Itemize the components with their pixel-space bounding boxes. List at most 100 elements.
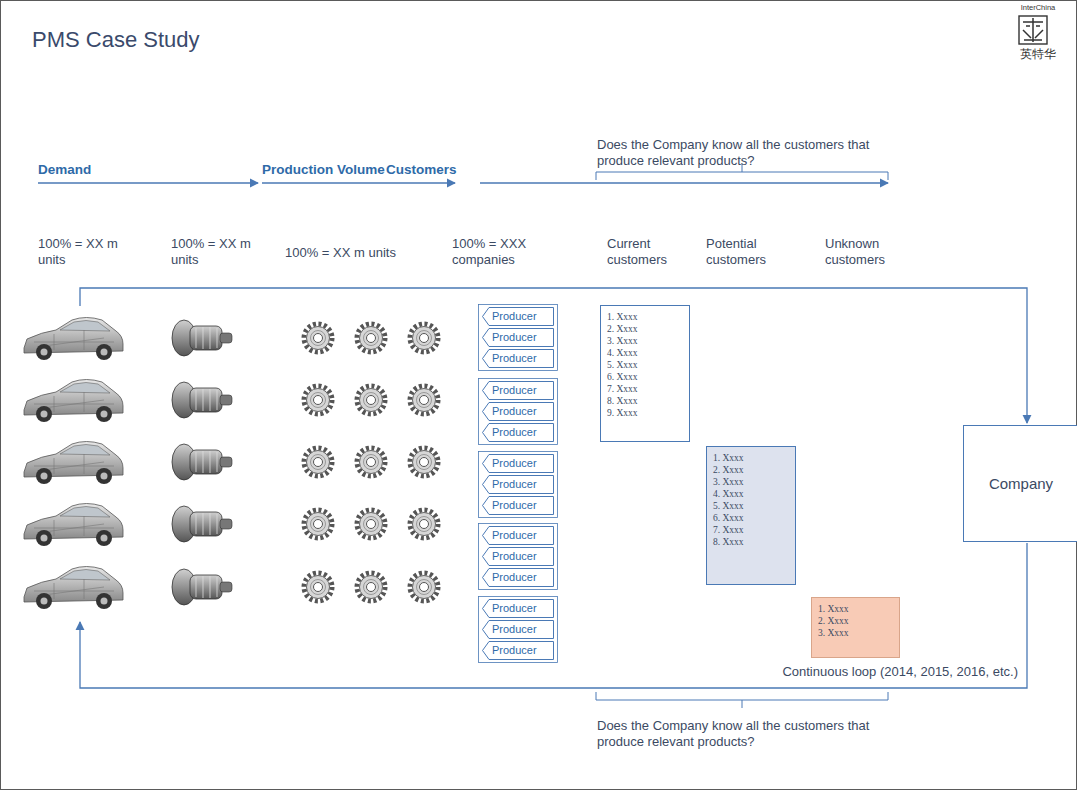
- gear-teeth: [410, 324, 438, 352]
- gear-hole: [314, 520, 323, 529]
- car-hub: [101, 411, 108, 418]
- flow-arrow: [262, 182, 455, 183]
- gear-ring: [417, 455, 432, 470]
- gear-body: [360, 576, 383, 599]
- gear-ring: [364, 331, 379, 346]
- producer-tag: Producer: [482, 496, 554, 515]
- tail-shaft: [220, 395, 232, 405]
- list-item: 8. Xxxx: [607, 395, 683, 407]
- producer-tag: Producer: [482, 599, 554, 618]
- producer-name: Producer: [482, 641, 554, 660]
- producer-group: [479, 597, 558, 663]
- tag-shape: [483, 569, 554, 587]
- gear-body: [360, 327, 383, 350]
- gear-ring: [364, 580, 379, 595]
- tag-shape: [483, 497, 554, 515]
- gear-ring: [417, 331, 432, 346]
- gear-hole: [420, 334, 429, 343]
- gear-body: [360, 451, 383, 474]
- gear-hole: [314, 396, 323, 405]
- producer-tag: Producer: [482, 475, 554, 494]
- gear-hole: [367, 520, 376, 529]
- producer-name: Producer: [482, 599, 554, 618]
- total-note: 100% = XX m units: [38, 236, 120, 267]
- producer-name: Producer: [482, 454, 554, 473]
- car-window: [60, 570, 110, 581]
- gear-illustration: [304, 510, 332, 538]
- gear-teeth: [304, 573, 332, 601]
- producer-name: Producer: [482, 620, 554, 639]
- gear-hole: [314, 583, 323, 592]
- producer-tag: Producer: [482, 381, 554, 400]
- car-wheel: [96, 344, 112, 360]
- list-item: 8. Xxxx: [713, 536, 789, 548]
- gear-teeth: [357, 324, 385, 352]
- car-window: [60, 383, 110, 394]
- loop-line: [80, 288, 1027, 423]
- car-illustration: [24, 380, 123, 423]
- gear-hole: [367, 458, 376, 467]
- stage-heading: Customers: [386, 162, 466, 178]
- car-hub: [101, 535, 108, 542]
- producer-group: [479, 305, 558, 371]
- producer-name: Producer: [482, 496, 554, 515]
- loop-note: Continuous loop (2014, 2015, 2016, etc.): [700, 664, 1018, 680]
- list-item: 6. Xxxx: [713, 512, 789, 524]
- transmission-illustration: [172, 444, 232, 480]
- total-note: 100% = XX m units: [171, 236, 253, 267]
- logo-icon: [1019, 16, 1047, 44]
- producer-name: Producer: [482, 526, 554, 545]
- tail-shaft: [220, 333, 232, 343]
- producer-tag: Producer: [482, 568, 554, 587]
- producer-group: [479, 452, 558, 518]
- transmission-illustration: [172, 506, 232, 542]
- gear-illustration: [357, 573, 385, 601]
- column-heading: Unknown customers: [825, 236, 905, 267]
- gear-teeth: [410, 510, 438, 538]
- producer-tag: Producer: [482, 641, 554, 660]
- tail-shaft: [220, 519, 232, 529]
- gear-illustration: [357, 386, 385, 414]
- gearbox-case: [190, 450, 222, 474]
- transmission-illustration: [172, 382, 232, 418]
- list-item: 7. Xxxx: [713, 524, 789, 536]
- list-item: 9. Xxxx: [607, 407, 683, 419]
- gear-illustration: [410, 573, 438, 601]
- list-item: 4. Xxxx: [607, 347, 683, 359]
- gear-hole: [420, 520, 429, 529]
- list-item: 1. Xxxx: [713, 452, 789, 464]
- gear-illustration: [304, 448, 332, 476]
- car-hub: [101, 349, 108, 356]
- list-item: 2. Xxxx: [818, 615, 893, 627]
- producer-tag: Producer: [482, 620, 554, 639]
- producer-tag: Producer: [482, 328, 554, 347]
- producer-name: Producer: [482, 307, 554, 326]
- gear-body: [360, 389, 383, 412]
- car-wheel: [96, 406, 112, 422]
- list-item: 4. Xxxx: [713, 488, 789, 500]
- gear-ring: [364, 393, 379, 408]
- gear-body: [307, 327, 330, 350]
- gearbox-case: [190, 388, 222, 412]
- car-window: [60, 507, 110, 518]
- producer-tag: Producer: [482, 307, 554, 326]
- car-illustration: [24, 442, 123, 485]
- gear-ring: [311, 580, 326, 595]
- gearbox-case: [190, 512, 222, 536]
- tag-shape: [483, 455, 554, 473]
- list-item: 3. Xxxx: [607, 335, 683, 347]
- gearbox-case: [190, 575, 222, 599]
- company-name: Company: [989, 475, 1053, 492]
- tail-shaft: [220, 582, 232, 592]
- gear-teeth: [410, 573, 438, 601]
- tag-shape: [483, 642, 554, 660]
- customer-list-box: 1. Xxxx2. Xxxx3. Xxxx4. Xxxx5. Xxxx6. Xx…: [706, 446, 796, 585]
- gear-hole: [367, 583, 376, 592]
- tag-shape: [483, 382, 554, 400]
- producer-name: Producer: [482, 475, 554, 494]
- car-hub: [41, 535, 48, 542]
- gear-hole: [367, 396, 376, 405]
- producer-group: [479, 379, 558, 445]
